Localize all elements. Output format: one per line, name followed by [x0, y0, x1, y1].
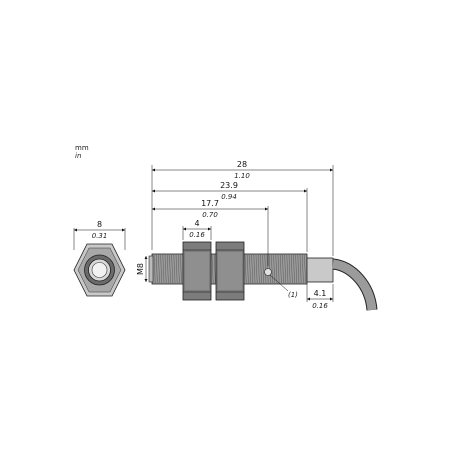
thread-line — [175, 254, 178, 284]
led-callout-leader — [269, 274, 289, 292]
lock-nut-2-face — [218, 252, 242, 290]
cable-gland — [306, 257, 334, 283]
thread-line — [160, 254, 163, 284]
thread-line — [153, 254, 156, 284]
thread-length-mm: 23.9 — [220, 181, 238, 190]
unit-in-label: in — [75, 152, 81, 160]
thread-line — [173, 254, 176, 284]
thread-line — [290, 254, 293, 284]
thread-line — [275, 254, 278, 284]
thread-line — [293, 254, 295, 284]
thread-line — [255, 254, 258, 284]
nut-width-in: 0.31 — [92, 232, 108, 240]
side-view — [148, 241, 378, 311]
overall-length-mm: 28 — [237, 160, 247, 169]
nut-thickness-in: 0.16 — [189, 231, 205, 239]
cable-exit-in: 0.16 — [312, 302, 328, 310]
thread-line — [211, 254, 214, 284]
thread-line — [253, 254, 256, 284]
cable — [332, 259, 377, 311]
thread-line — [273, 254, 276, 284]
thread-length-in: 0.94 — [221, 193, 237, 201]
thread-line — [282, 254, 284, 284]
thread-line — [251, 254, 254, 284]
led-position-in: 0.70 — [202, 211, 218, 219]
thread-line — [288, 254, 291, 284]
sensor-face — [91, 262, 108, 278]
led-position-mm: 17.7 — [201, 199, 219, 208]
thread-line — [169, 254, 171, 284]
thread-line — [162, 254, 165, 284]
led-callout-label: (1) — [288, 291, 298, 299]
thread-line — [299, 254, 302, 284]
thread-line — [297, 254, 300, 284]
thread-line — [244, 254, 247, 284]
lock-nut-1-face — [185, 252, 209, 290]
thread-line — [284, 254, 287, 284]
overall-length-in: 1.10 — [234, 172, 250, 180]
thread-line — [264, 254, 267, 284]
nut-thickness-mm: 4 — [194, 219, 199, 228]
cable-exit-mm: 4.1 — [314, 289, 327, 298]
thread-line — [158, 254, 160, 284]
thread-size-label: M8 — [136, 263, 145, 275]
thread-line — [301, 254, 304, 284]
thread-line — [171, 254, 174, 284]
thread-line — [213, 254, 216, 284]
unit-mm-label: mm — [75, 144, 89, 152]
thread-line — [164, 254, 167, 284]
thread-line — [295, 254, 298, 284]
thread-line — [260, 254, 262, 284]
nut-width-mm: 8 — [97, 220, 102, 229]
thread-line — [286, 254, 289, 284]
thread-line — [271, 254, 273, 284]
barrel-threads — [153, 254, 306, 284]
thread-line — [155, 254, 158, 284]
end-view-hex: 8 0.31 — [73, 220, 126, 297]
sensing-face — [148, 255, 154, 283]
thread-line — [279, 254, 282, 284]
thread-line — [277, 254, 280, 284]
thread-line — [257, 254, 260, 284]
thread-line — [249, 254, 251, 284]
led-indicator — [264, 268, 272, 276]
thread-line — [177, 254, 180, 284]
thread-line — [262, 254, 265, 284]
units-legend: mm in — [75, 144, 89, 160]
thread-line — [166, 254, 169, 284]
thread-line — [304, 254, 306, 284]
side-dimensions: 28 1.10 23.9 0.94 17.7 0.70 4 0.16 M8 (1… — [136, 160, 334, 310]
thread-line — [246, 254, 249, 284]
thread-line — [180, 254, 182, 284]
